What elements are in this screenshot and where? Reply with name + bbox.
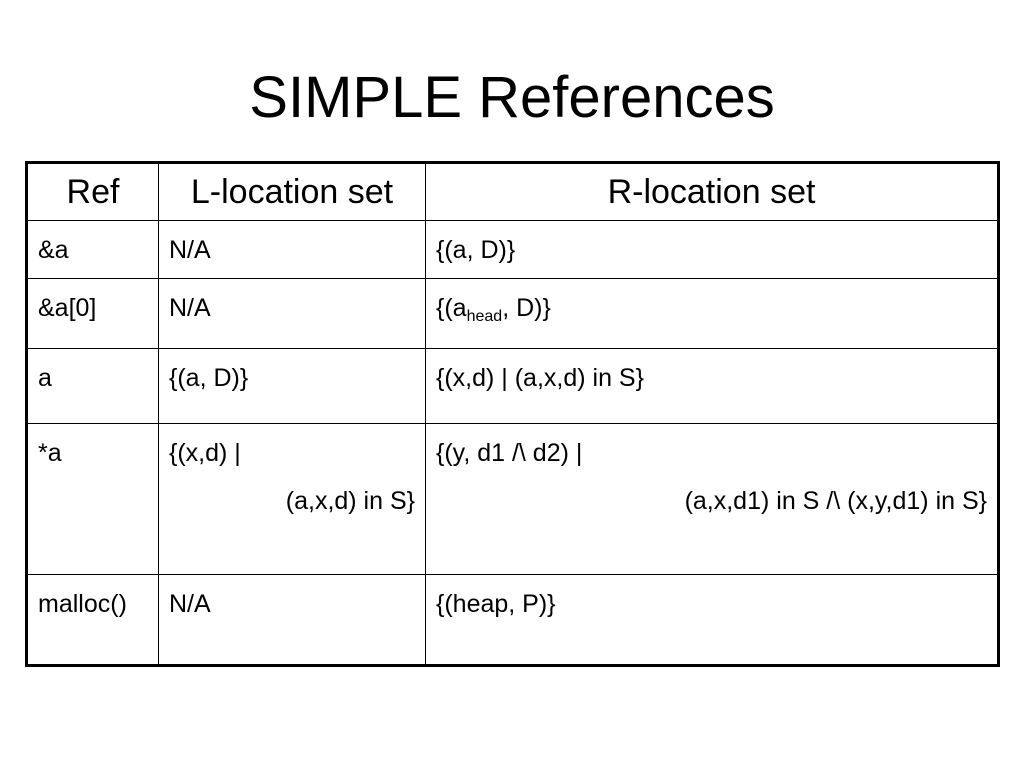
cell-r-location: {(ahead, D)} bbox=[425, 278, 999, 349]
l-location-line-2: (a,x,d) in S} bbox=[285, 487, 415, 515]
cell-r-location: {(a, D)} bbox=[425, 220, 999, 279]
r-location-line-1: {(y, d1 /\ d2) | bbox=[436, 439, 583, 467]
table-row: malloc() N/A {(heap, P)} bbox=[26, 574, 999, 666]
cell-r-location: {(y, d1 /\ d2) | (a,x,d1) in S /\ (x,y,d… bbox=[425, 423, 999, 575]
cell-l-location: N/A bbox=[158, 220, 426, 279]
cell-r-location: {(x,d) | (a,x,d) in S} bbox=[425, 348, 999, 424]
slide-title: SIMPLE References bbox=[249, 65, 775, 130]
cell-ref: &a bbox=[26, 220, 159, 279]
table-row: &a N/A {(a, D)} bbox=[26, 220, 999, 279]
cell-l-location: N/A bbox=[158, 278, 426, 349]
header-ref: Ref bbox=[26, 162, 159, 221]
cell-ref: &a[0] bbox=[26, 278, 159, 349]
cell-r-location: {(heap, P)} bbox=[425, 574, 999, 666]
cell-l-location: {(a, D)} bbox=[158, 348, 426, 424]
r-location-text-start: {(a bbox=[436, 294, 467, 322]
l-location-line-1: {(x,d) | bbox=[169, 439, 241, 467]
table-header-row: Ref L-location set R-location set bbox=[26, 162, 999, 221]
cell-ref: malloc() bbox=[26, 574, 159, 666]
cell-l-location: N/A bbox=[158, 574, 426, 666]
header-l-location-set: L-location set bbox=[158, 162, 426, 221]
r-location-subscript: head bbox=[466, 308, 503, 325]
r-location-text-end: , D)} bbox=[502, 294, 551, 322]
table-row: *a {(x,d) | (a,x,d) in S} {(y, d1 /\ d2)… bbox=[26, 423, 999, 575]
cell-ref: *a bbox=[26, 423, 159, 575]
cell-l-location: {(x,d) | (a,x,d) in S} bbox=[158, 423, 426, 575]
table-row: &a[0] N/A {(ahead, D)} bbox=[26, 278, 999, 349]
r-location-line-2: (a,x,d1) in S /\ (x,y,d1) in S} bbox=[684, 487, 987, 515]
header-r-location-set: R-location set bbox=[425, 162, 999, 221]
table-row: a {(a, D)} {(x,d) | (a,x,d) in S} bbox=[26, 348, 999, 424]
cell-ref: a bbox=[26, 348, 159, 424]
references-table: Ref L-location set R-location set &a N/A… bbox=[25, 161, 1000, 667]
